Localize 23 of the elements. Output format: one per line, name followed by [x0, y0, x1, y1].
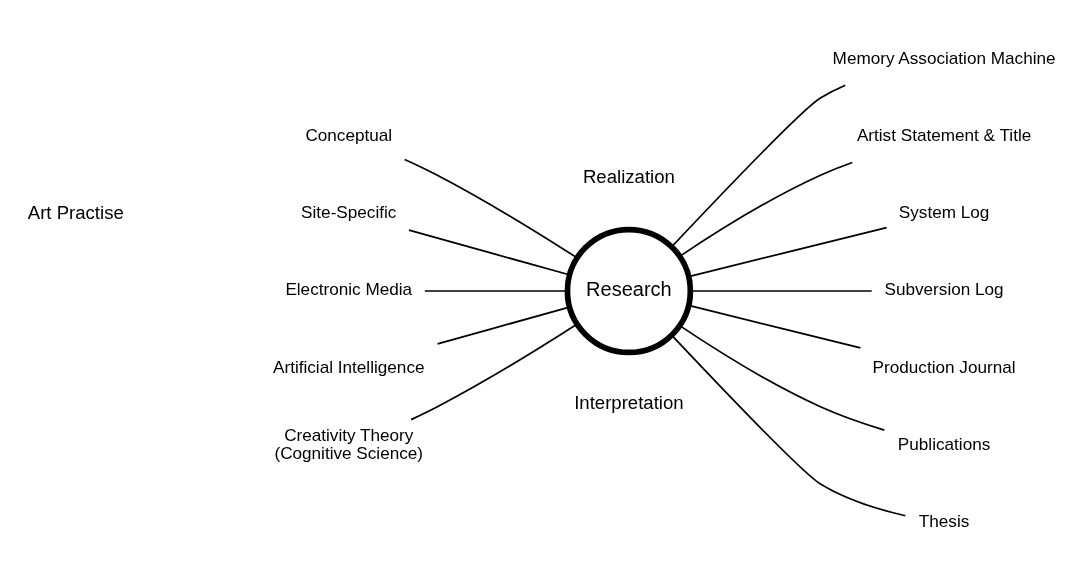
connector [424, 290, 568, 292]
label: Art Practise [27, 201, 124, 223]
node-text: Site-Specific [301, 202, 397, 223]
node-text: Artificial Intelligence [273, 356, 425, 377]
node-circle: Research [564, 226, 694, 356]
connector [678, 161, 854, 258]
node-text: Thesis [918, 510, 970, 531]
node-text: System Log [898, 202, 990, 223]
node-text: Creativity Theory (Cognitive Science) [274, 424, 424, 464]
connector [671, 84, 847, 248]
label: Realization [582, 165, 675, 187]
node-text: Subversion Log [884, 279, 1004, 300]
node-text: Production Journal [872, 356, 1016, 377]
connector [410, 323, 578, 421]
connector [403, 158, 578, 259]
connector [678, 324, 886, 431]
node-text: Memory Association Machine [832, 47, 1056, 68]
node-text: Publications [897, 433, 991, 454]
node-text: Electronic Media [285, 279, 413, 300]
label: Interpretation [574, 391, 684, 413]
node-text: Conceptual [305, 125, 393, 146]
node-text: Artist Statement & Title [856, 125, 1032, 146]
connector [671, 334, 907, 517]
